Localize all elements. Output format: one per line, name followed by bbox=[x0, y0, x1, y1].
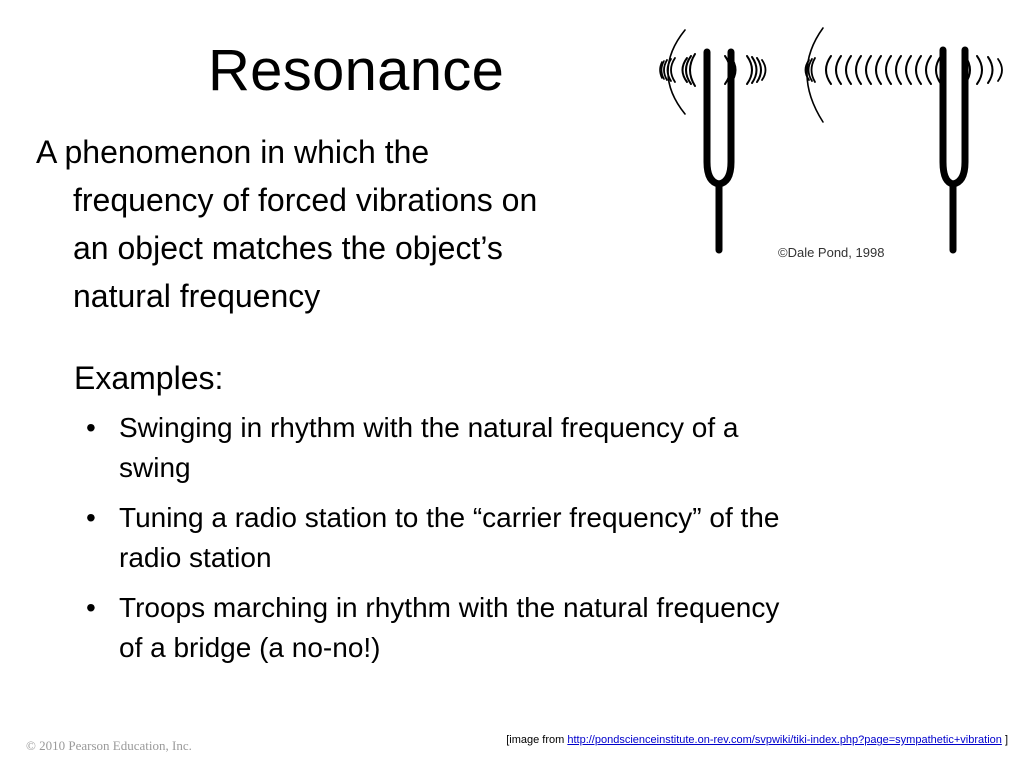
bullet: • bbox=[86, 412, 96, 443]
image-source-note: [image from http://pondscienceinstitute.… bbox=[506, 733, 1008, 747]
example-item-troops: • Troops marching in rhythm with the nat… bbox=[86, 588, 966, 668]
definition-line: A phenomenon in which the bbox=[36, 134, 430, 170]
example-line: Tuning a radio station to the “carrier f… bbox=[119, 502, 780, 533]
bullet: • bbox=[86, 592, 96, 623]
example-line: swing bbox=[119, 452, 191, 483]
example-line: Troops marching in rhythm with the natur… bbox=[119, 592, 780, 623]
definition-line: frequency of forced vibrations on bbox=[73, 182, 538, 218]
example-item-radio: • Tuning a radio station to the “carrier… bbox=[86, 498, 966, 578]
example-line: Swinging in rhythm with the natural freq… bbox=[119, 412, 739, 443]
left-fork bbox=[703, 48, 735, 254]
bullet: • bbox=[86, 502, 96, 533]
example-item-swing: • Swinging in rhythm with the natural fr… bbox=[86, 408, 966, 488]
definition-paragraph: A phenomenon in which the frequency of f… bbox=[36, 128, 656, 320]
source-link[interactable]: http://pondscienceinstitute.on-rev.com/s… bbox=[567, 734, 1002, 746]
source-prefix: [image from bbox=[506, 734, 565, 746]
right-fork bbox=[939, 46, 969, 254]
source-suffix: ] bbox=[1004, 734, 1008, 746]
example-line: of a bridge (a no-no!) bbox=[119, 632, 381, 663]
photo-credit: ©Dale Pond, 1998 bbox=[778, 245, 885, 260]
right-fork-waves bbox=[804, 27, 1003, 123]
definition-line: an object matches the object’s bbox=[73, 230, 503, 266]
tuning-forks-icon bbox=[659, 27, 1003, 254]
left-fork-waves bbox=[659, 29, 767, 115]
examples-heading: Examples: bbox=[74, 360, 224, 396]
example-line: radio station bbox=[119, 542, 272, 573]
definition-line: natural frequency bbox=[73, 278, 321, 314]
copyright-notice: © 2010 Pearson Education, Inc. bbox=[26, 738, 192, 753]
slide-title: Resonance bbox=[208, 38, 505, 103]
examples-list: • Swinging in rhythm with the natural fr… bbox=[86, 408, 966, 678]
